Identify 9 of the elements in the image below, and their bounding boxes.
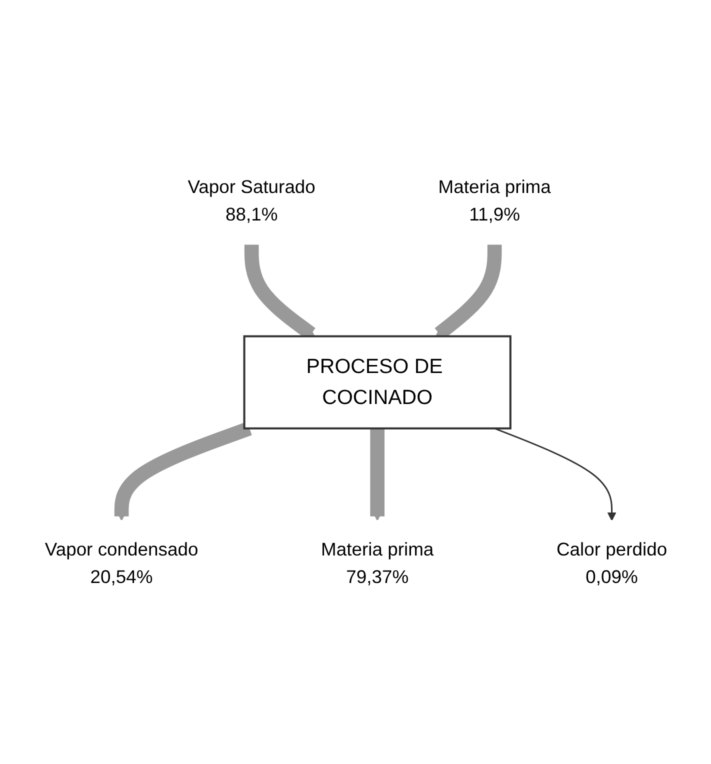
node-box: PROCESO DE COCINADO [242, 334, 511, 430]
arrow [494, 427, 616, 521]
node-text: Vapor Saturado 88,1% [187, 176, 315, 224]
node-text: Materia prima 11,9% [438, 176, 550, 224]
arrow [370, 428, 384, 521]
node-text: Vapor condensado 20,54% [44, 538, 198, 587]
arrow [114, 421, 252, 521]
node-text: Calor perdido 0,09% [556, 538, 667, 587]
node-text: Materia prima 79,37% [320, 538, 434, 587]
